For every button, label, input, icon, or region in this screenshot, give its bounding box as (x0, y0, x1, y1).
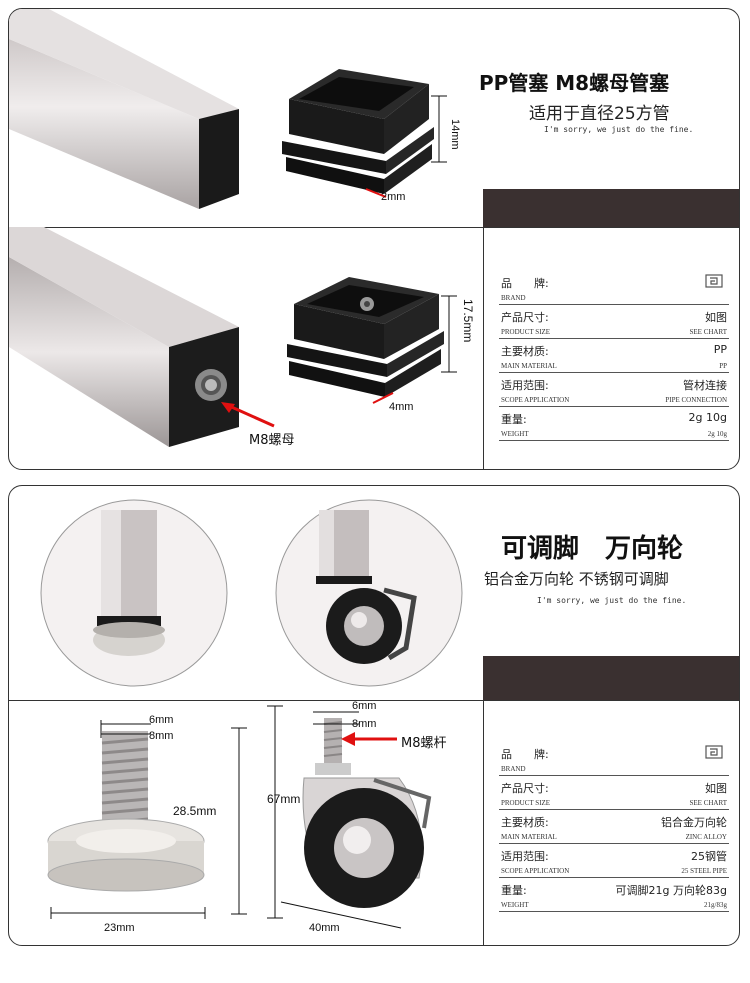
m8-rod-callout: M8螺杆 (401, 736, 447, 751)
foot-height-line (231, 727, 247, 915)
plug-wall-label: 2mm (381, 191, 406, 203)
m8-nut-plug-product (287, 277, 444, 397)
section1-spec-table: 品 牌: BRAND 产品尺寸: PRODUCT SIZE 如图 SEE CHA… (499, 271, 729, 441)
wall-marker-b (372, 392, 394, 404)
caster-height-line (267, 705, 283, 919)
section2-slogan: I'm sorry, we just do the fine. (537, 596, 687, 605)
section2-subtitle: 铝合金万向轮 不锈钢可调脚 (484, 570, 669, 588)
spec-row-weight: 重量: WEIGHT 2g 10g 2g 10g (499, 407, 729, 441)
m8-rod-arrow (341, 732, 397, 746)
adjustable-foot-circle-photo (40, 499, 228, 687)
brand-logo-icon (705, 745, 723, 759)
plug-height-label: 14mm (449, 119, 461, 150)
caster-thread-inner-label: 8mm (352, 718, 377, 730)
caster-width-label: 40mm (309, 922, 340, 934)
pipe-m8-nut-photo (9, 227, 239, 447)
spec-row-scope: 适用范围: SCOPE APPLICATION 25钢管 25 STEEL PI… (499, 844, 729, 878)
section1-slogan: I'm sorry, we just do the fine. (544, 125, 694, 134)
wall-marker (365, 188, 387, 198)
adjustable-foot-product (47, 731, 205, 892)
caster-height-label: 67mm (267, 792, 301, 806)
section2-divider (9, 700, 739, 701)
section2-spec-table: 品 牌: BRAND 产品尺寸: PRODUCT SIZE 如图 SEE CHA… (499, 742, 729, 912)
foot-caster-panel: 可调脚 万向轮 铝合金万向轮 不锈钢可调脚 I'm sorry, we just… (8, 485, 740, 946)
section1-divider (9, 227, 739, 228)
foot-width-label: 23mm (104, 922, 135, 934)
height-dimension-line-b (441, 295, 457, 373)
spec-row-size: 产品尺寸: PRODUCT SIZE 如图 SEE CHART (499, 776, 729, 810)
foot-height-label: 28.5mm (173, 804, 217, 818)
spec-row-material: 主要材质: MAIN MATERIAL PP PP (499, 339, 729, 373)
square-pipe-plug-photo (9, 9, 239, 209)
foot-thread-inner-label: 8mm (149, 730, 174, 742)
section2-dark-bar (483, 656, 739, 700)
section1-title: PP管塞 M8螺母管塞 (479, 71, 670, 95)
section1-column-divider (483, 227, 484, 469)
spec-row-brand: 品 牌: BRAND (499, 271, 729, 305)
m8-nut-arrow (221, 402, 275, 428)
caster-width-line (280, 901, 402, 929)
spec-row-weight: 重量: WEIGHT 可调脚21g 万向轮83g 21g/83g (499, 878, 729, 912)
spec-row-brand: 品 牌: BRAND (499, 742, 729, 776)
spec-row-scope: 适用范围: SCOPE APPLICATION 管材连接 PIPE CONNEC… (499, 373, 729, 407)
section2-title: 可调脚 万向轮 (501, 534, 684, 564)
foot-thread-outer-label: 6mm (149, 714, 174, 726)
spec-row-material: 主要材质: MAIN MATERIAL 铝合金万向轮 ZINC ALLOY (499, 810, 729, 844)
section2-column-divider (483, 700, 484, 945)
pipe-plug-panel: 14mm 2mm PP管塞 M8螺母管塞 适用于直径25方管 I'm sorry… (8, 8, 740, 470)
plug-b-height-label: 17.5mm (461, 299, 475, 343)
foot-width-line (50, 907, 206, 919)
section1-subtitle: 适用于直径25方管 (529, 104, 670, 124)
spec-row-size: 产品尺寸: PRODUCT SIZE 如图 SEE CHART (499, 305, 729, 339)
caster-thread-lines (313, 711, 359, 725)
plug-b-wall-label: 4mm (389, 401, 414, 413)
section1-dark-bar (483, 189, 739, 227)
swivel-caster-product (302, 718, 432, 908)
brand-logo-icon (705, 274, 723, 288)
height-dimension-line (431, 95, 447, 163)
thread-dimension-lines (100, 720, 151, 738)
caster-circle-photo (275, 499, 463, 687)
caster-thread-outer-label: 6mm (352, 700, 377, 712)
m8-nut-callout: M8螺母 (249, 433, 295, 448)
pp-plug-product (282, 69, 434, 194)
